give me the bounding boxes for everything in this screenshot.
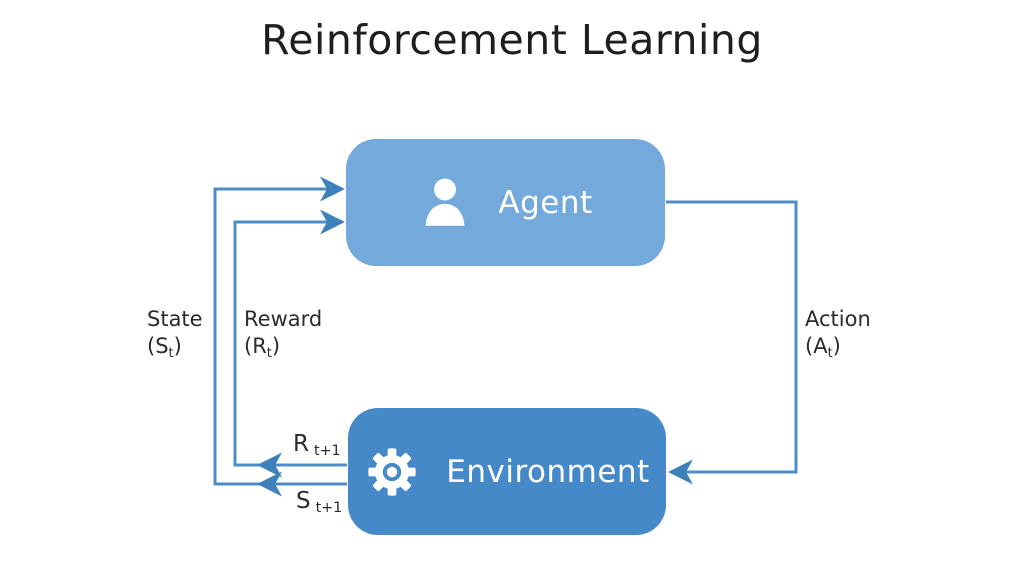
page-title: Reinforcement Learning	[261, 16, 763, 64]
state-label-symbol: (St)	[147, 334, 182, 361]
reward-label: Reward (Rt)	[244, 306, 322, 363]
environment-label: Environment	[446, 453, 650, 490]
environment-box: Environment	[348, 408, 666, 535]
reward-arrowhead-into-agent	[320, 209, 345, 235]
action-label-symbol: (At)	[805, 334, 841, 361]
person-icon	[425, 178, 465, 226]
state-mid-arrowhead	[257, 471, 282, 497]
state-label: State (St)	[147, 306, 203, 363]
state-label-name: State	[147, 307, 203, 331]
state-arrowhead-into-agent	[320, 176, 345, 202]
reward-label-name: Reward	[244, 307, 323, 331]
state-arrow-line	[213, 187, 347, 486]
reward-label-symbol: (Rt)	[244, 334, 281, 361]
reward-mid-arrowhead	[257, 452, 282, 478]
action-arrowhead-into-environment	[668, 459, 693, 485]
action-label: Action (At)	[805, 306, 871, 363]
reward-arrow-line	[233, 220, 347, 467]
gear-icon	[368, 447, 416, 496]
agent-label: Agent	[498, 184, 593, 221]
action-arrow-line	[666, 200, 798, 474]
agent-box: Agent	[346, 139, 665, 266]
action-label-name: Action	[805, 307, 871, 331]
